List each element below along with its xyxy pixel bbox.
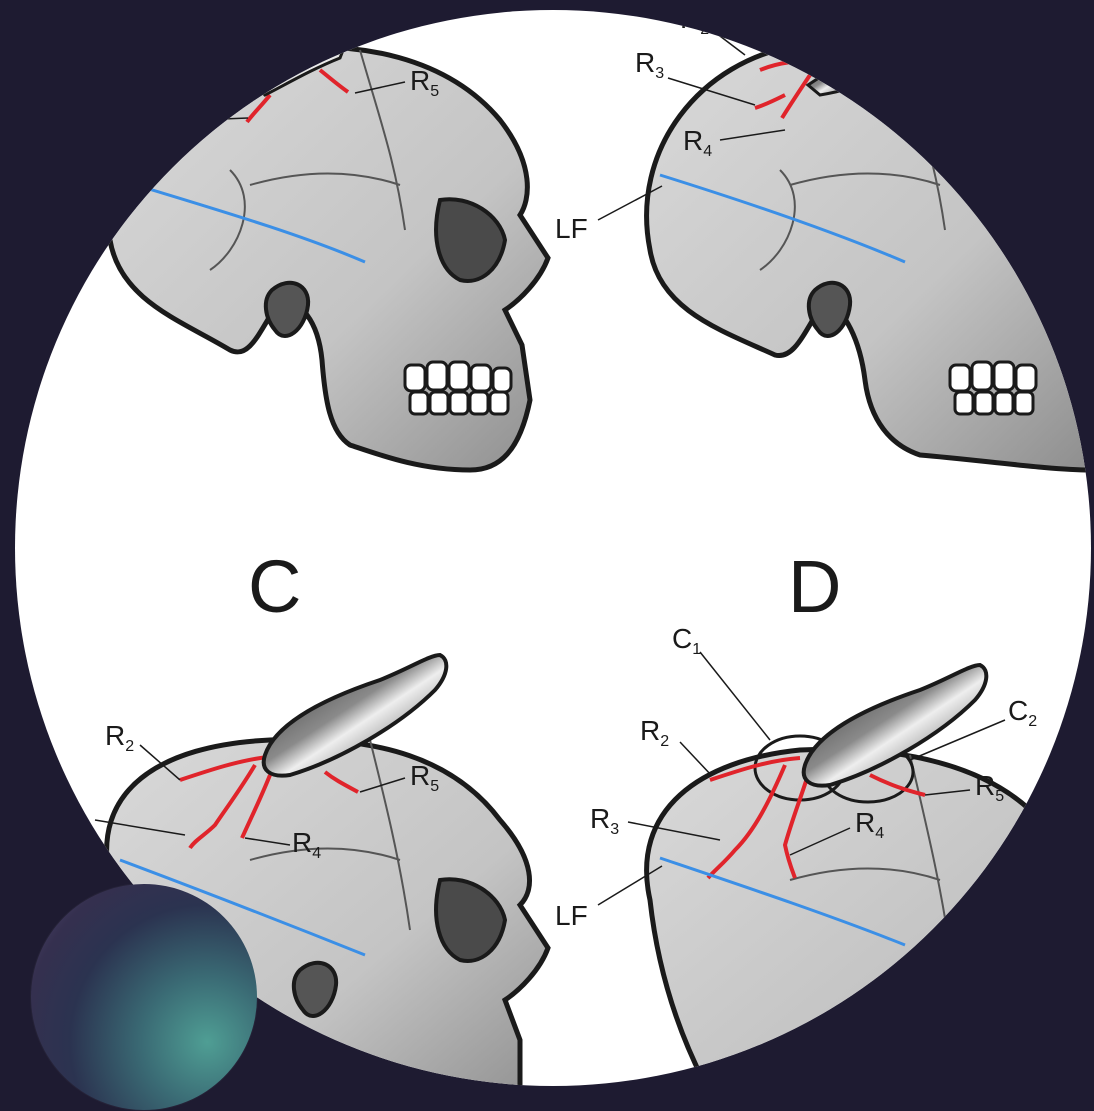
panel-label-c: C — [248, 545, 301, 628]
panel-label-d: D — [788, 545, 841, 628]
label-lf: LF — [555, 213, 588, 244]
tool-tip — [808, 55, 872, 95]
decorative-orb — [31, 884, 257, 1110]
teeth — [405, 362, 511, 414]
label-lf: LF — [555, 900, 588, 931]
svg-text:R2: R2 — [680, 3, 709, 38]
